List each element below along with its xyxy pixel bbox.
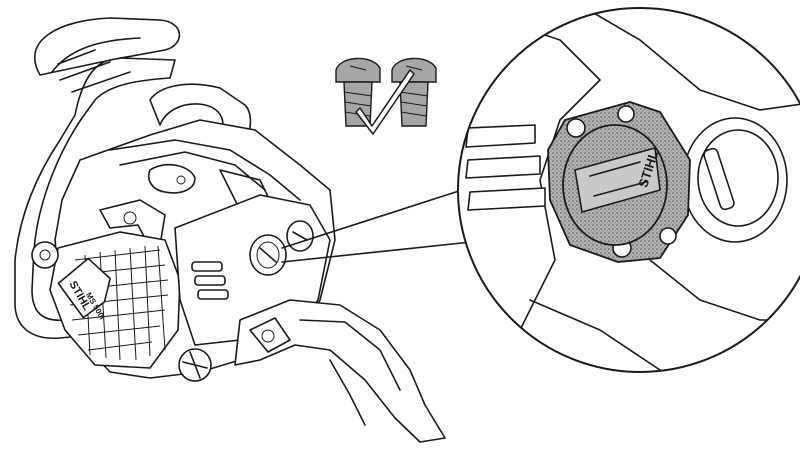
gasket-icon: STIHL [547,101,691,263]
check-mark-icon [355,69,415,135]
chainsaw-icon: STIHL MS 500i [14,17,446,443]
callout-leader [281,189,491,263]
side-vents [191,261,229,300]
zoomed-vents [465,124,546,211]
tank-cap-icon [249,220,314,276]
magnifier-callout-icon: STIHL [457,7,800,373]
tank-cap-zoomed [682,117,788,243]
